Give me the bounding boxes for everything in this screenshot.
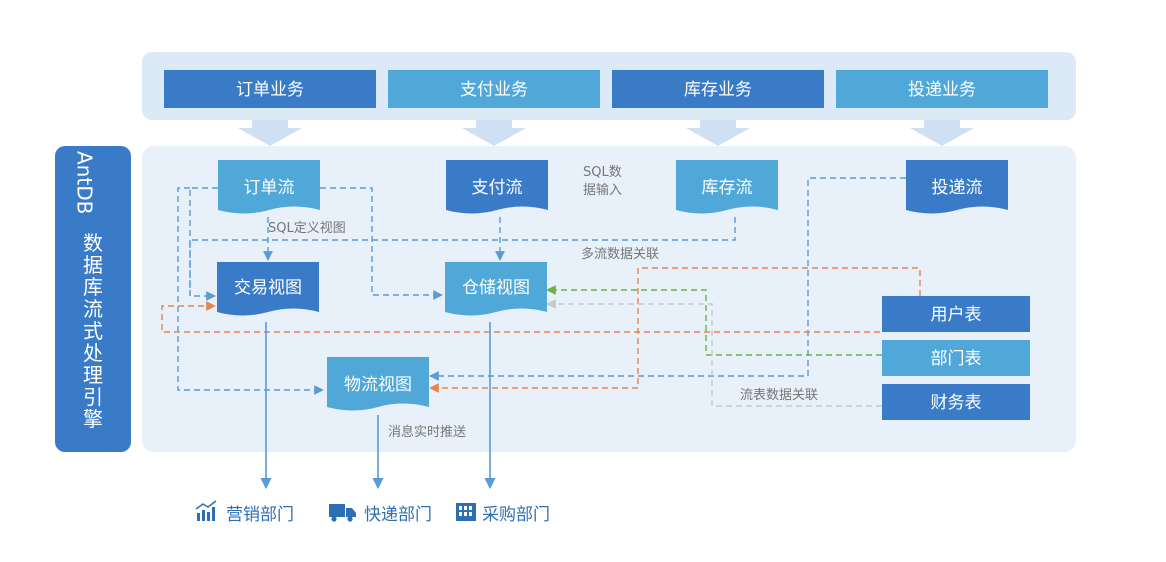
label-stream-table: 流表数据关联 — [740, 388, 818, 403]
svg-text:投递业务: 投递业务 — [908, 80, 976, 100]
stream-inventory: 库存流 — [676, 160, 778, 214]
svg-text:擎: 擎 — [83, 407, 103, 431]
svg-text:仓储视图: 仓储视图 — [462, 278, 530, 298]
svg-text:库存流: 库存流 — [702, 178, 753, 198]
conn-inventory-multi — [189, 217, 736, 296]
conn-finance-warehouse — [546, 299, 882, 407]
svg-text:支付业务: 支付业务 — [460, 80, 528, 100]
business-inventory: 库存业务 — [612, 70, 824, 108]
svg-text:理: 理 — [83, 363, 103, 387]
business-payment: 支付业务 — [388, 70, 600, 108]
svg-text:订单流: 订单流 — [244, 178, 295, 198]
label-multi-stream: 多流数据关联 — [581, 246, 659, 262]
svg-text:部门表: 部门表 — [931, 349, 982, 369]
dept-express: 快递部门 — [329, 504, 432, 525]
view-logistics: 物流视图 — [327, 357, 429, 411]
svg-text:快递部门: 快递部门 — [364, 505, 432, 525]
flow-down-arrows — [238, 120, 974, 146]
conn-dept-warehouse — [546, 285, 882, 356]
chart-icon — [195, 500, 217, 521]
dept-marketing: 营销部门 — [195, 500, 294, 525]
label-sql-view: SQL定义视图 — [268, 221, 346, 236]
svg-text:库存业务: 库存业务 — [684, 80, 752, 100]
svg-text:数: 数 — [83, 231, 103, 255]
svg-text:物流视图: 物流视图 — [344, 375, 412, 395]
business-delivery: 投递业务 — [836, 70, 1048, 108]
svg-text:据: 据 — [83, 253, 103, 277]
building-icon — [456, 503, 476, 521]
stream-delivery: 投递流 — [906, 160, 1008, 214]
svg-text:交易视图: 交易视图 — [234, 278, 302, 298]
svg-text:财务表: 财务表 — [931, 393, 982, 413]
svg-text:支付流: 支付流 — [472, 178, 523, 198]
engine-label-latin: AntDB — [73, 151, 97, 214]
svg-text:流: 流 — [83, 297, 103, 321]
svg-text:库: 库 — [83, 275, 103, 299]
conn-order-warehouse — [320, 187, 443, 300]
table-user: 用户表 — [882, 296, 1030, 332]
svg-text:用户表: 用户表 — [931, 305, 982, 325]
stream-payment: 支付流 — [446, 160, 548, 214]
view-trade: 交易视图 — [217, 262, 319, 316]
flow-arrow-order — [238, 120, 302, 146]
table-department: 部门表 — [882, 340, 1030, 376]
svg-text:营销部门: 营销部门 — [226, 505, 294, 525]
view-warehouse: 仓储视图 — [445, 262, 547, 316]
engine-label-cjk: 数 据 库 流 式 处 理 引 擎 — [83, 231, 103, 431]
flow-arrow-payment — [462, 120, 526, 146]
conn-order-left-logistics — [177, 187, 324, 395]
svg-text:投递流: 投递流 — [932, 178, 983, 198]
svg-text:采购部门: 采购部门 — [482, 505, 550, 525]
engine-label: AntDB 数 据 库 流 式 处 理 引 擎 — [55, 146, 131, 452]
conn-user-trade — [429, 267, 921, 393]
table-finance: 财务表 — [882, 384, 1030, 420]
business-order: 订单业务 — [164, 70, 376, 108]
stream-order: 订单流 — [218, 160, 320, 214]
label-sql-input-1: SQL数 — [583, 165, 622, 180]
label-push: 消息实时推送 — [388, 424, 466, 440]
conn-user-logistics — [161, 301, 880, 333]
truck-icon — [329, 504, 356, 522]
flow-arrow-delivery — [910, 120, 974, 146]
conn-delivery-logistics — [429, 177, 906, 381]
svg-text:式: 式 — [83, 319, 103, 343]
label-sql-input-2: 据输入 — [583, 182, 622, 198]
flow-arrow-inventory — [686, 120, 750, 146]
dept-procurement: 采购部门 — [456, 503, 550, 525]
svg-text:引: 引 — [83, 385, 103, 409]
svg-text:订单业务: 订单业务 — [236, 80, 304, 100]
svg-text:处: 处 — [83, 341, 103, 365]
